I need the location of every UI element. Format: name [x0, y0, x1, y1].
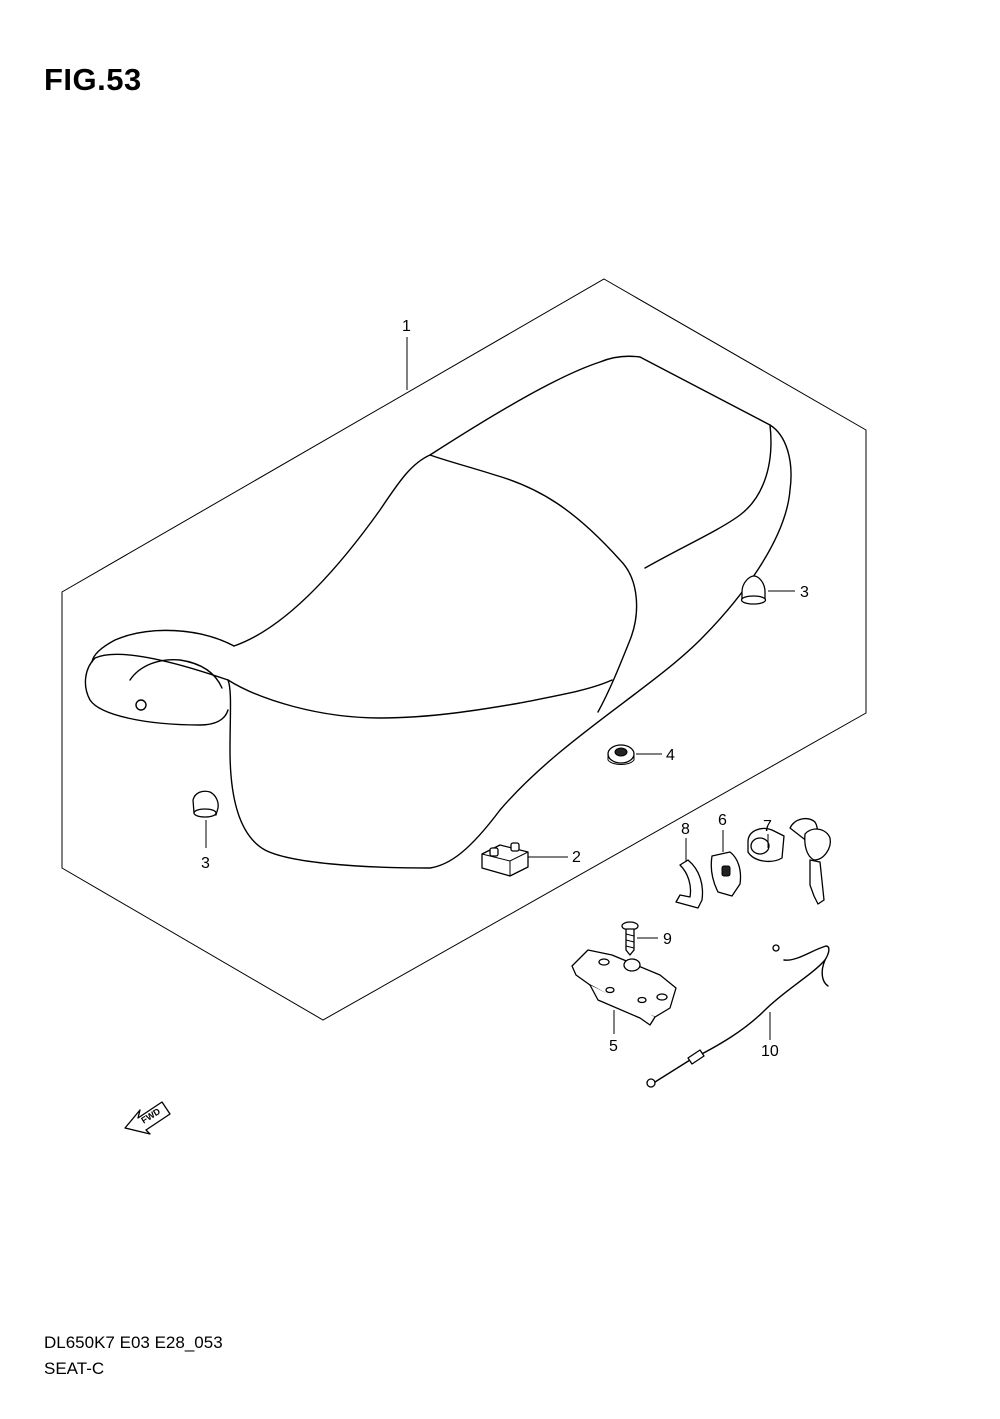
- leader-lines: [205, 337, 795, 1040]
- part-7-lock-and-key: [747, 817, 831, 905]
- callout-3-upper: 3: [800, 584, 809, 601]
- part-3-cushion-upper: [740, 575, 767, 605]
- diagram-code: DL650K7 E03 E28_053: [44, 1333, 223, 1352]
- diagram-name: SEAT-C: [44, 1359, 105, 1378]
- callout-1: 1: [402, 318, 411, 335]
- callout-2: 2: [572, 849, 581, 866]
- callout-9: 9: [663, 931, 672, 948]
- part-8-bracket: [675, 859, 704, 909]
- callout-7: 7: [763, 818, 772, 835]
- part-4-nut: [607, 744, 635, 765]
- figure-title: FIG.53: [44, 62, 142, 97]
- callout-10: 10: [761, 1043, 779, 1060]
- part-5-lock-base: [571, 949, 677, 1026]
- fwd-arrow-icon: FWD: [124, 1101, 171, 1135]
- part-10-cable: [646, 944, 830, 1088]
- assembly-boundary: [61, 278, 867, 1021]
- callout-5: 5: [609, 1038, 618, 1055]
- part-2-block: [481, 842, 529, 877]
- seat-shape: [84, 355, 792, 869]
- part-6-clip: [710, 851, 742, 897]
- callout-4: 4: [666, 747, 675, 764]
- part-3-cushion-lower: [192, 790, 219, 818]
- callout-3-lower: 3: [201, 855, 210, 872]
- callout-8: 8: [681, 821, 690, 838]
- part-9-screw: [621, 921, 639, 956]
- callout-6: 6: [718, 812, 727, 829]
